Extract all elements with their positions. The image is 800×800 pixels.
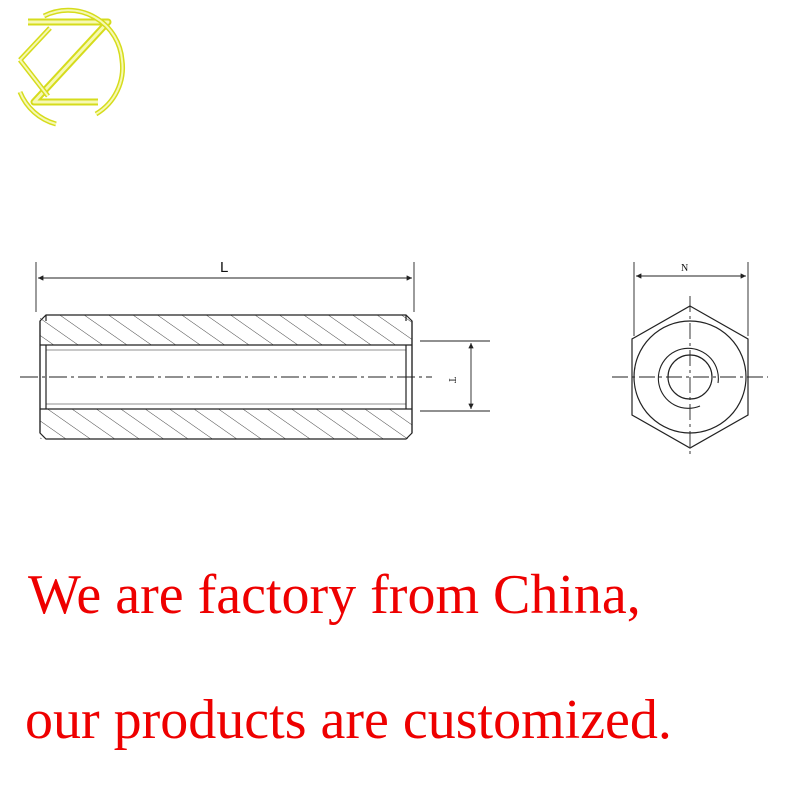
hexagon-outline [631, 305, 749, 449]
dimension-label-width: N [681, 263, 688, 274]
side-section-view [39, 314, 413, 440]
dimension-label-length: L [220, 259, 228, 276]
company-logo [17, 7, 125, 127]
dimension-label-thread: T [446, 377, 457, 383]
dimension-thread [420, 340, 490, 412]
top-wall-hatch [40, 315, 412, 345]
dimension-width [633, 262, 749, 336]
thread-arc [657, 347, 719, 409]
logo-z-mark-icon [17, 7, 125, 127]
slogan-line-1: We are factory from China, [28, 564, 641, 626]
bottom-wall-hatch [40, 409, 412, 439]
dimension-length [35, 262, 415, 312]
slogan-line-2: our products are customized. [25, 689, 672, 751]
